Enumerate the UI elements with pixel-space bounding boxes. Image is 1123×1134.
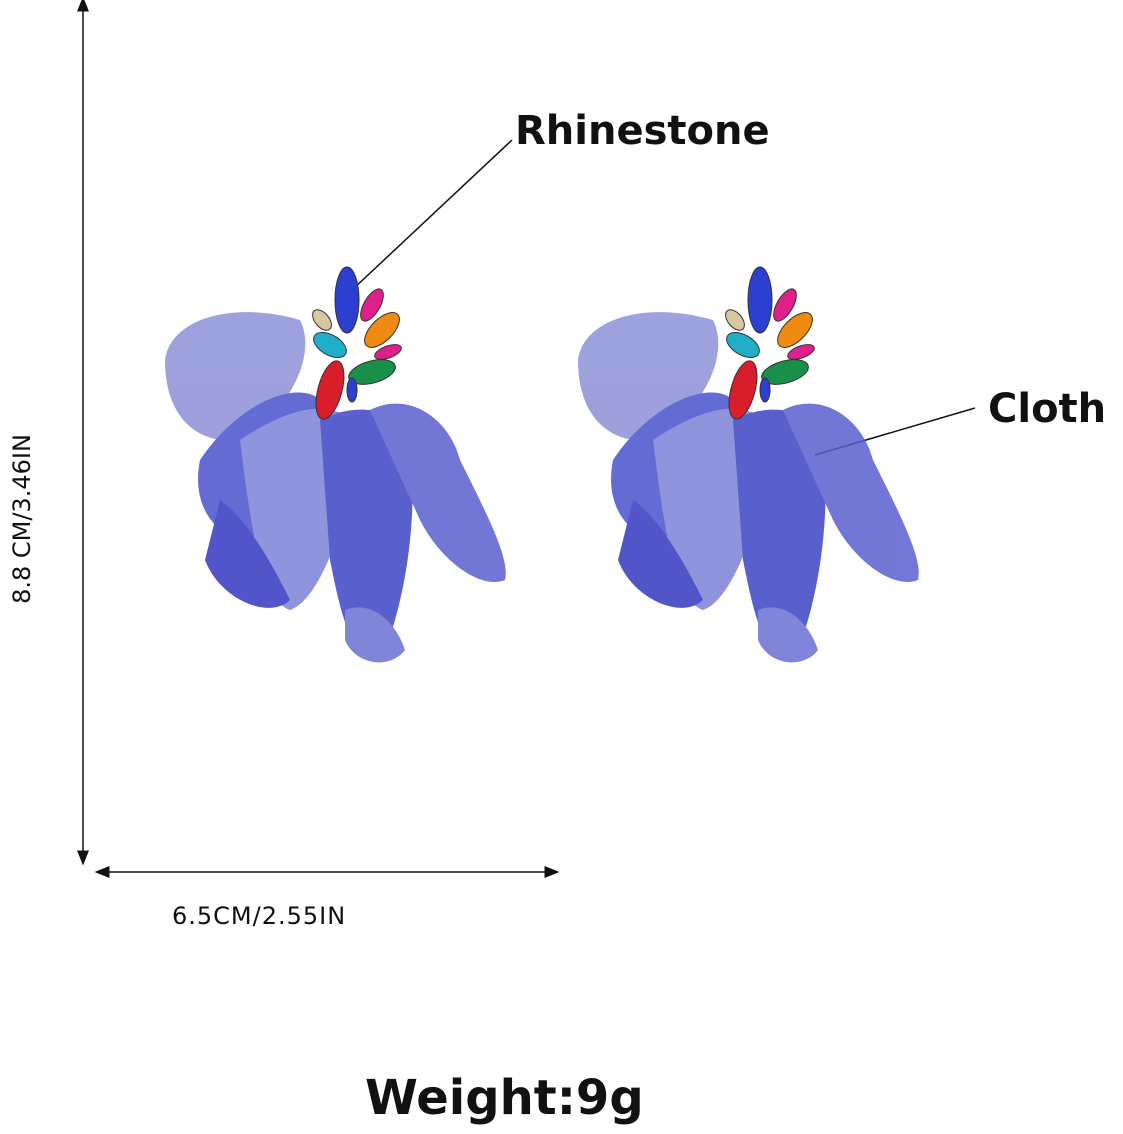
rhinestone-label: Rhinestone (515, 108, 770, 154)
cloth-petals (165, 312, 506, 663)
earring-right (577, 266, 920, 663)
earring-left (165, 266, 506, 663)
cloth-label: Cloth (988, 386, 1107, 432)
weight-label: Weight:9g (365, 1070, 644, 1126)
rhinestone-leader-line (351, 139, 513, 291)
width-dimension-label: 6.5CM/2.55IN (172, 902, 347, 930)
height-dimension-label: 8.8 CM/3.46IN (8, 434, 36, 604)
rhinestone-cluster (312, 266, 402, 420)
